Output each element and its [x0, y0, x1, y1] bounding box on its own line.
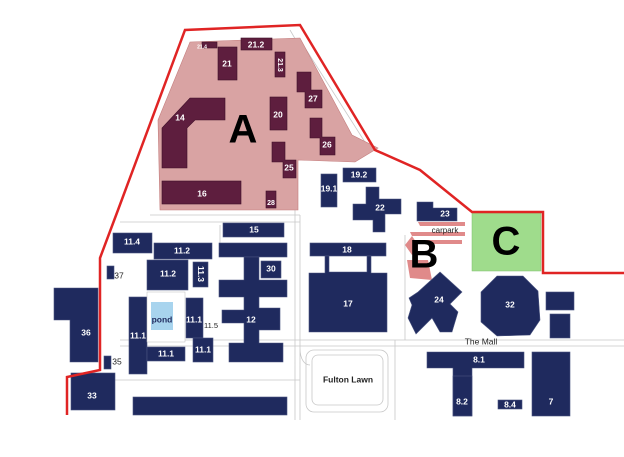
- building-36: [53, 287, 99, 363]
- building-24: [407, 271, 463, 335]
- building-11-2-top: [153, 242, 213, 260]
- building-labels: 19.1 19.2 22 23 18 17 24 32 8.1 8.2 8.4 …: [81, 169, 553, 409]
- label-21-3: 21.3: [276, 58, 283, 72]
- label-15: 15: [249, 224, 259, 234]
- building-11-3: [192, 261, 209, 288]
- label-11-5: 11.5: [204, 321, 218, 330]
- building-14: [161, 97, 226, 169]
- fulton-lawn-label: Fulton Lawn: [323, 374, 373, 384]
- building-19-1: [320, 173, 338, 208]
- label-7: 7: [549, 396, 554, 406]
- label-27: 27: [308, 93, 318, 103]
- building-20: [269, 96, 288, 131]
- building-27: [296, 71, 323, 109]
- label-35: 35: [112, 356, 122, 366]
- label-36: 36: [81, 327, 91, 337]
- zone-b-area: [405, 222, 465, 280]
- building-8-2: [452, 375, 473, 417]
- the-mall-label: The Mall: [465, 336, 498, 346]
- building-35: [103, 355, 112, 370]
- label-30: 30: [266, 263, 276, 273]
- label-21: 21: [222, 58, 232, 68]
- building-21-2: [240, 37, 273, 51]
- label-11-1-southeast: 11.1: [195, 344, 211, 354]
- label-33: 33: [87, 390, 97, 400]
- label-20: 20: [273, 109, 283, 119]
- label-19-1: 19.1: [321, 183, 338, 193]
- label-32: 32: [505, 299, 515, 309]
- building-east-1: [545, 291, 575, 311]
- campus-boundary: [65, 23, 624, 415]
- zone-b: carpark B: [405, 222, 465, 280]
- building-11-1-south: [146, 346, 186, 362]
- label-26: 26: [322, 139, 332, 149]
- building-22: [352, 186, 402, 233]
- building-12-strip: [218, 242, 288, 258]
- building-32: [480, 275, 541, 337]
- building-east-2: [549, 313, 571, 339]
- carpark-label: carpark: [432, 226, 460, 235]
- building-11-2: [146, 259, 189, 291]
- zone-b-label: B: [410, 233, 439, 277]
- label-28: 28: [267, 200, 275, 207]
- label-8-4: 8.4: [504, 399, 516, 409]
- zone-a: 21.4 21 21.2 21.3 27 20 14 26 25 16 28 A: [157, 37, 379, 211]
- label-11-2: 11.2: [160, 268, 176, 278]
- building-17: [308, 255, 388, 333]
- label-17: 17: [343, 298, 353, 308]
- label-11-1-south: 11.1: [158, 348, 174, 358]
- label-21-4: 21.4: [197, 44, 207, 50]
- zone-c-area: [471, 212, 542, 272]
- building-28: [265, 190, 277, 209]
- label-8-1: 8.1: [473, 354, 485, 364]
- label-11-3: 11.3: [196, 266, 206, 282]
- label-11-1-east: 11.1: [186, 314, 202, 324]
- zone-c: C: [471, 212, 542, 272]
- building-15: [222, 222, 285, 238]
- building-26: [309, 117, 336, 156]
- building-19-2: [342, 167, 377, 183]
- label-18: 18: [342, 244, 352, 254]
- label-8-2: 8.2: [456, 396, 468, 406]
- building-37: [106, 265, 115, 280]
- building-16: [161, 180, 242, 205]
- label-16: 16: [197, 188, 207, 198]
- building-8-4: [497, 399, 523, 410]
- buildings: [53, 167, 575, 417]
- label-14: 14: [175, 112, 185, 122]
- building-south: [132, 396, 288, 416]
- zone-a-area: [157, 37, 379, 211]
- label-37: 37: [114, 270, 124, 280]
- zone-c-label: C: [492, 220, 521, 264]
- building-30: [260, 260, 282, 279]
- building-21: [217, 46, 238, 81]
- building-21-3: [274, 51, 286, 78]
- building-33: [70, 372, 116, 411]
- label-11-2-top: 11.2: [174, 245, 190, 255]
- pond: [151, 302, 173, 330]
- label-11-4: 11.4: [124, 236, 140, 246]
- building-18: [309, 242, 387, 257]
- label-22: 22: [375, 202, 385, 212]
- label-12: 12: [246, 314, 256, 324]
- label-11-1-west: 11.1: [130, 330, 146, 340]
- zone-a-label: A: [229, 108, 258, 152]
- label-19-2: 19.2: [351, 169, 368, 179]
- label-24: 24: [434, 294, 444, 304]
- label-23: 23: [440, 208, 450, 218]
- building-11-1-southeast: [192, 337, 214, 363]
- label-25: 25: [284, 162, 294, 172]
- pond-label: pond: [152, 314, 173, 324]
- building-25: [271, 141, 297, 179]
- building-21-4: [201, 41, 218, 49]
- building-23: [416, 201, 458, 222]
- building-11-4: [112, 232, 153, 254]
- label-21-2: 21.2: [248, 39, 265, 49]
- building-7: [531, 351, 571, 417]
- building-12: [218, 256, 288, 363]
